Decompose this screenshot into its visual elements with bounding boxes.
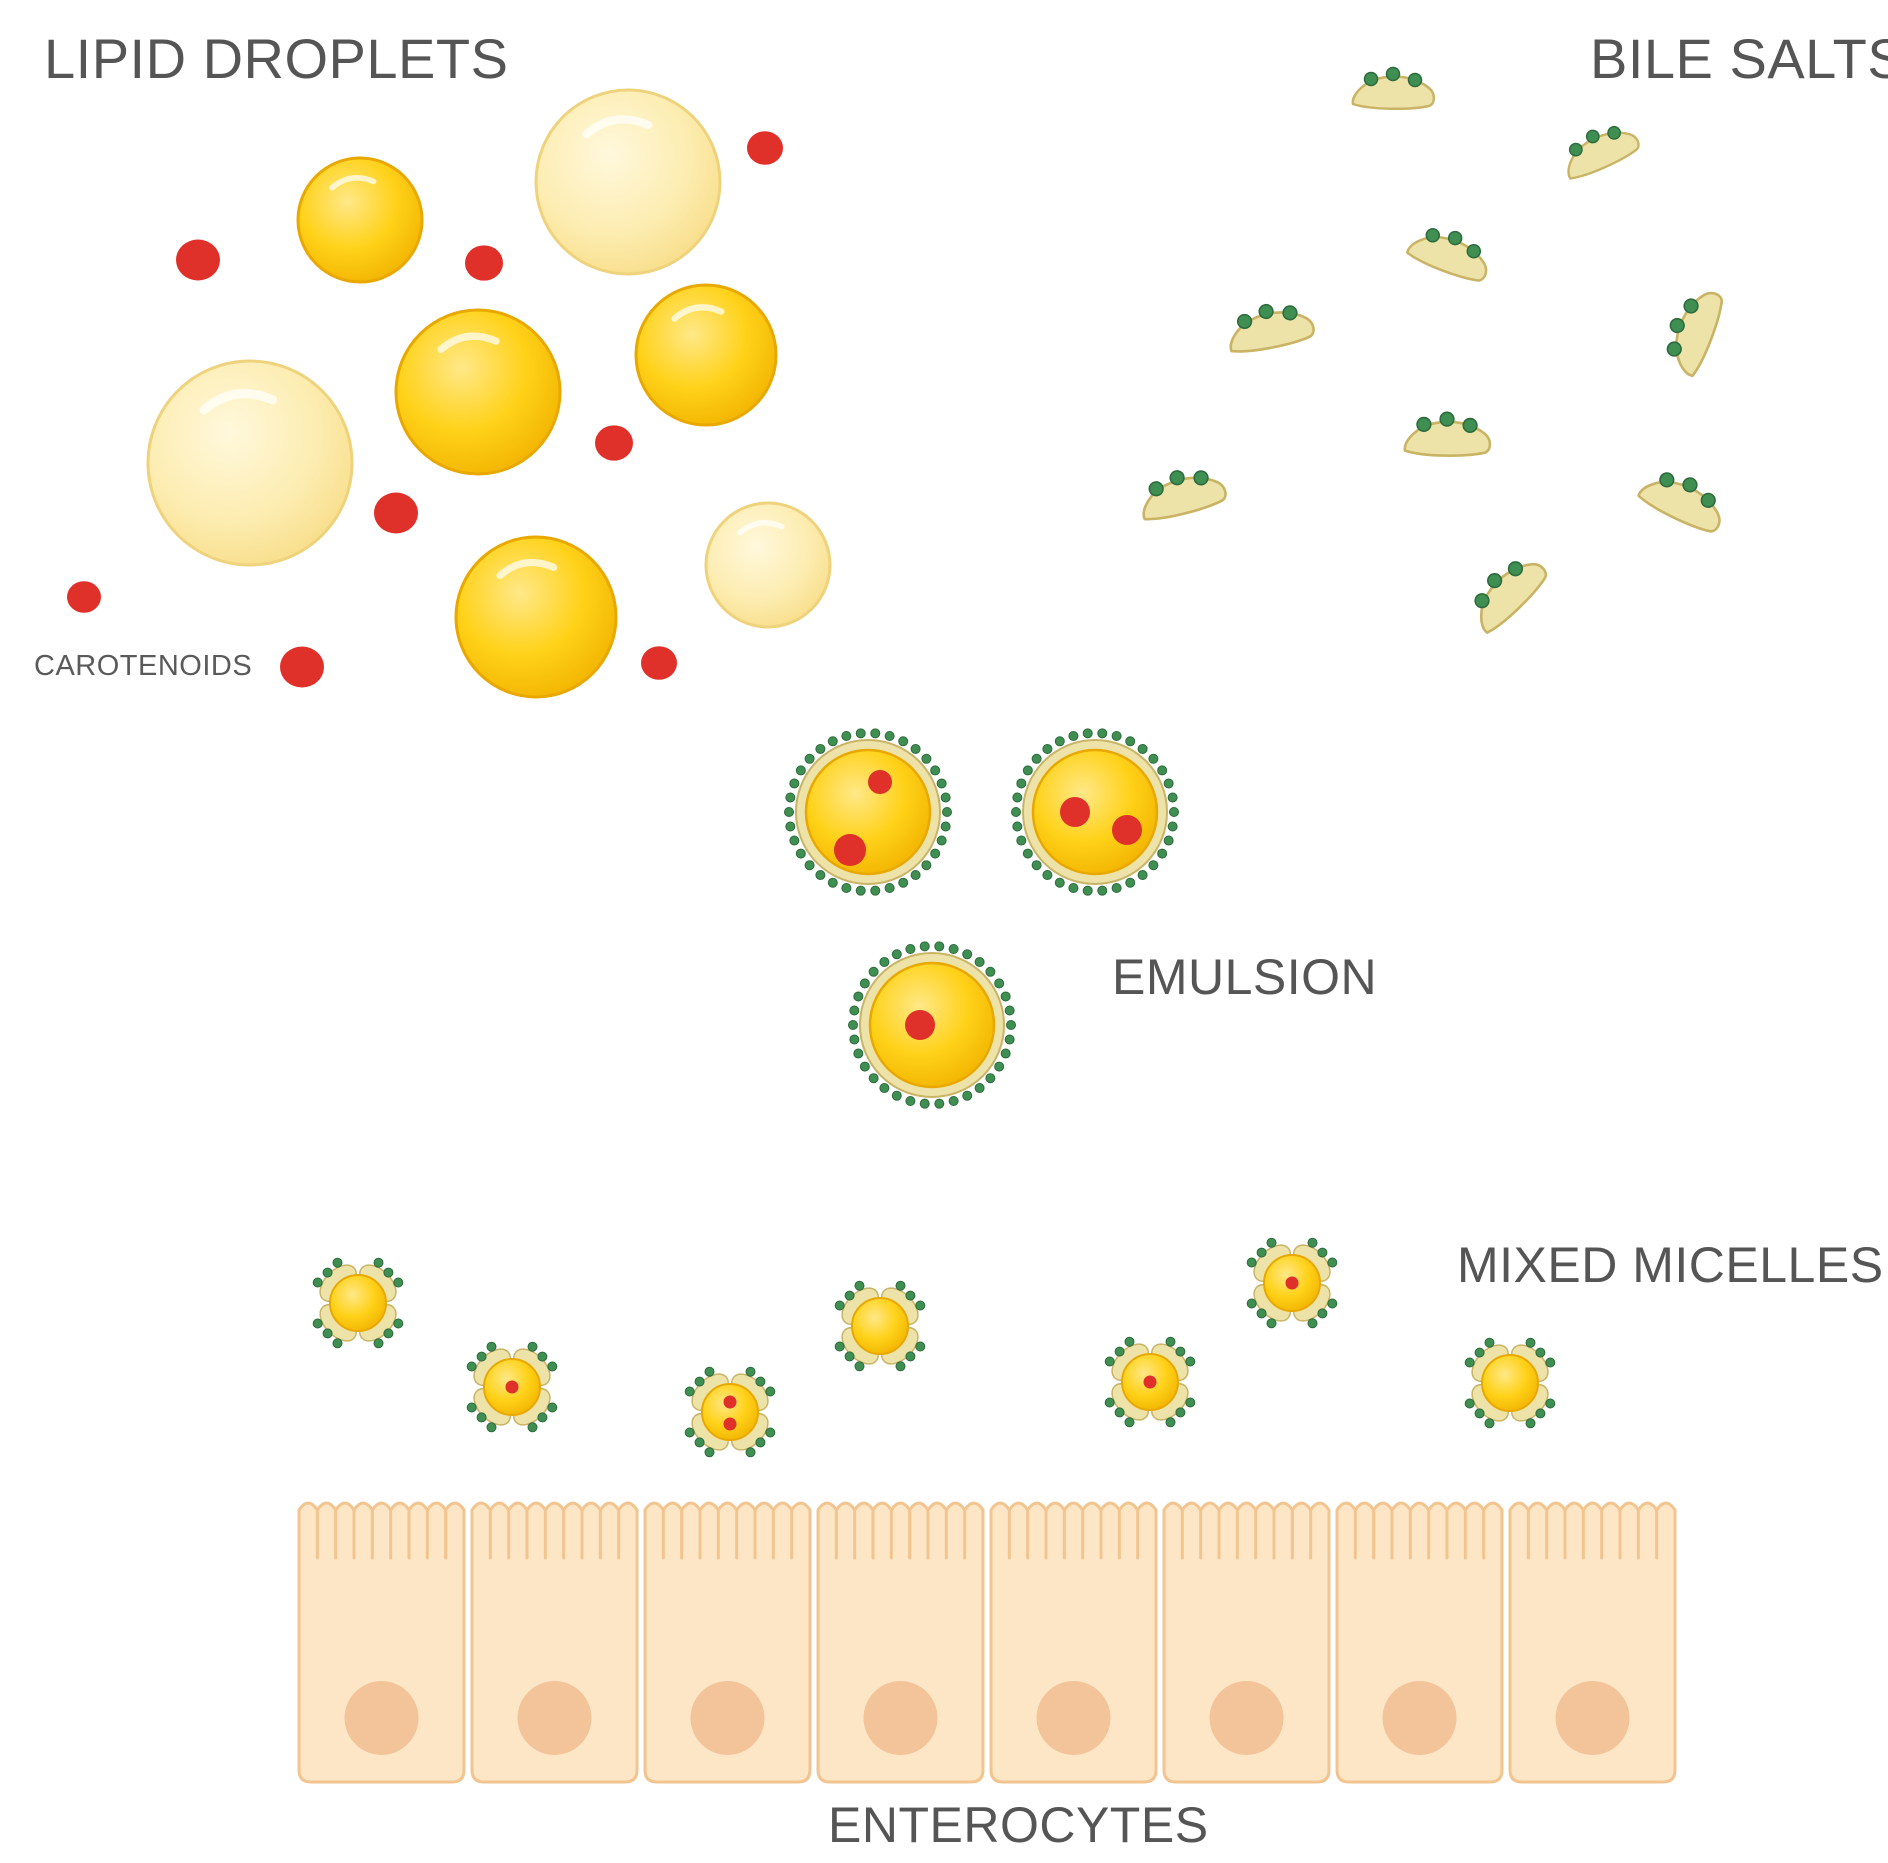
lipid-droplet-icon bbox=[146, 359, 354, 567]
nucleus-icon bbox=[1555, 1681, 1630, 1755]
emulsion-label: EMULSION bbox=[1112, 949, 1378, 1005]
carotenoid-icon bbox=[747, 131, 783, 165]
bile-salt-icon bbox=[1351, 66, 1436, 111]
carotenoid-icon bbox=[1143, 1375, 1157, 1389]
enterocytes-label: ENTEROCYTES bbox=[828, 1797, 1209, 1853]
enterocyte-icon bbox=[1508, 1501, 1677, 1784]
enterocyte-icon bbox=[1162, 1501, 1331, 1784]
carotenoid-icon bbox=[176, 239, 220, 281]
carotenoid-icon bbox=[465, 245, 503, 281]
enterocyte-icon bbox=[297, 1501, 466, 1784]
mixed-micelles-group bbox=[312, 1237, 1556, 1458]
nucleus-icon bbox=[517, 1681, 592, 1755]
carotenoid-icon bbox=[868, 770, 892, 794]
enterocyte-icon bbox=[1335, 1501, 1504, 1784]
bile-salts-title: BILE SALTS bbox=[1590, 27, 1888, 90]
lipid-droplet-icon bbox=[534, 88, 722, 276]
nucleus-icon bbox=[1382, 1681, 1457, 1755]
nucleus-icon bbox=[344, 1681, 419, 1755]
lipid-droplet-icon bbox=[634, 283, 778, 427]
carotenoid-icon bbox=[67, 581, 101, 613]
enterocyte-icon bbox=[816, 1501, 985, 1784]
lipid-droplet-icon bbox=[296, 156, 424, 284]
mixed-micelle-icon bbox=[312, 1257, 404, 1349]
carotenoid-icon bbox=[374, 492, 418, 534]
bile-salt-icon bbox=[1403, 411, 1492, 457]
emulsion-group bbox=[784, 728, 1179, 1109]
mixed-micelle-icon bbox=[1464, 1337, 1556, 1429]
enterocyte-icon bbox=[643, 1501, 812, 1784]
bile-salt-icon bbox=[1666, 291, 1724, 378]
carotenoid-icon bbox=[1285, 1276, 1299, 1290]
enterocytes-group bbox=[297, 1501, 1677, 1784]
carotenoid-icon bbox=[505, 1380, 519, 1394]
lipid-droplet-icon bbox=[454, 535, 618, 699]
nucleus-icon bbox=[1209, 1681, 1284, 1755]
mixed-micelle-icon bbox=[834, 1280, 926, 1372]
enterocyte-icon bbox=[470, 1501, 639, 1784]
bile-salt-icon bbox=[1637, 472, 1721, 533]
mixed-micelle-icon bbox=[1104, 1336, 1196, 1428]
mixed-micelle-icon bbox=[466, 1341, 558, 1433]
carotenoid-icon bbox=[641, 646, 677, 680]
bile-salt-icon bbox=[1142, 470, 1227, 521]
enterocyte-icon bbox=[989, 1501, 1158, 1784]
lipid-droplet-icon bbox=[704, 501, 832, 629]
carotenoid-icon bbox=[280, 646, 324, 688]
nucleus-icon bbox=[690, 1681, 765, 1755]
bile-salts-group bbox=[1142, 66, 1724, 635]
carotenoids-label: CAROTENOIDS bbox=[34, 650, 253, 682]
mixed-micelles-label: MIXED MICELLES bbox=[1457, 1237, 1884, 1293]
nucleus-icon bbox=[863, 1681, 938, 1755]
carotenoids-group bbox=[67, 131, 783, 688]
lipid-droplets-group bbox=[146, 88, 832, 699]
bile-salt-icon bbox=[1567, 125, 1640, 180]
lipid-droplets-title: LIPID DROPLETS bbox=[44, 27, 509, 90]
nucleus-icon bbox=[1036, 1681, 1111, 1755]
carotenoid-icon bbox=[905, 1010, 935, 1040]
mixed-micelle-icon bbox=[1246, 1237, 1338, 1329]
carotenoid-icon bbox=[1112, 815, 1142, 845]
bile-salt-icon bbox=[1474, 561, 1548, 635]
emulsion-droplet-icon bbox=[784, 728, 952, 896]
carotenoid-icon bbox=[595, 425, 633, 461]
emulsion-droplet-icon bbox=[1011, 728, 1179, 896]
lipid-droplet-icon bbox=[394, 308, 562, 476]
carotenoid-icon bbox=[723, 1395, 737, 1409]
emulsion-droplet-icon bbox=[848, 941, 1016, 1109]
bile-salt-icon bbox=[1405, 228, 1488, 282]
mixed-micelle-icon bbox=[684, 1366, 776, 1458]
bile-salt-icon bbox=[1229, 303, 1315, 353]
carotenoid-icon bbox=[723, 1417, 737, 1431]
carotenoid-icon bbox=[1060, 797, 1090, 827]
carotenoid-icon bbox=[834, 834, 866, 866]
